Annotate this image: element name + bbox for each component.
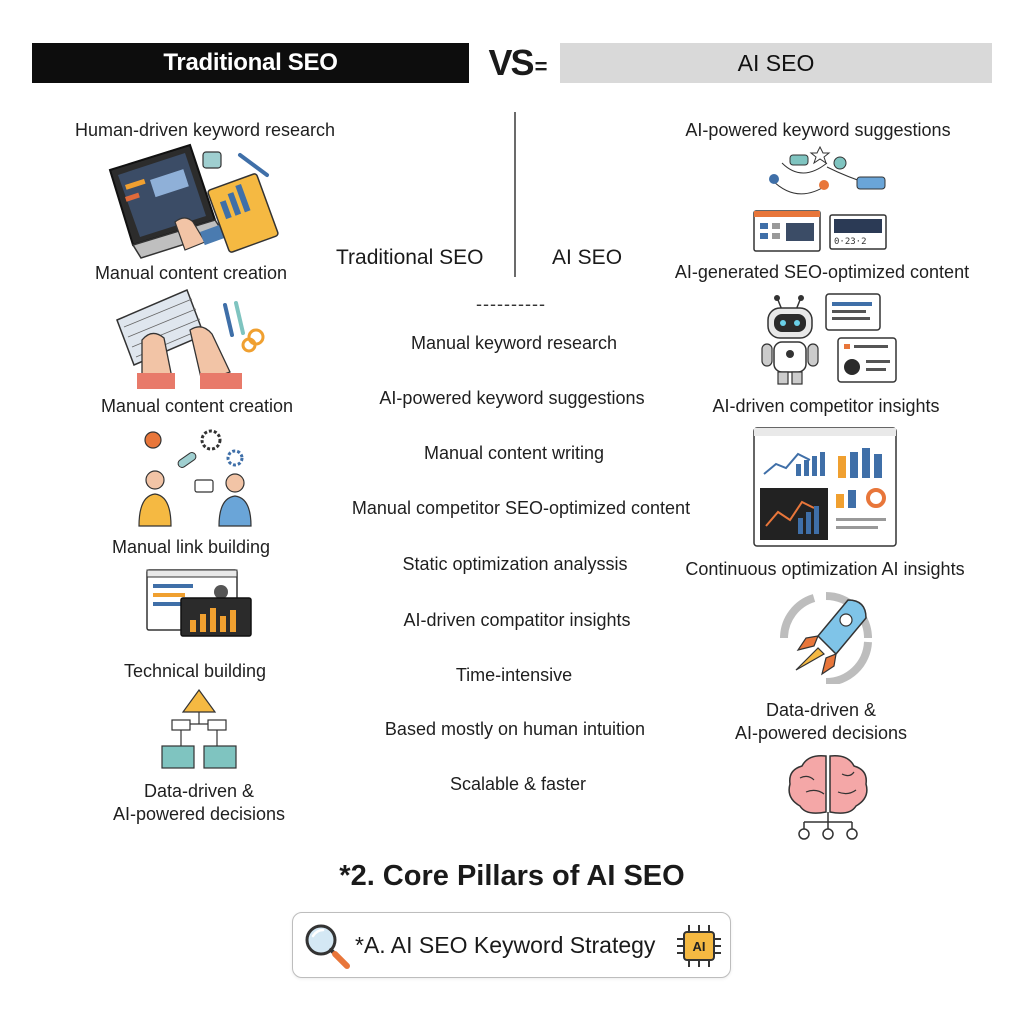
keyboard-typing-icon [116, 289, 265, 389]
vs-label: VS = [478, 40, 558, 86]
magnifier-icon [305, 924, 350, 969]
technical-dashboard-icon [146, 569, 252, 637]
left-label-content-creation-2: Manual content creation [100, 396, 294, 416]
left-label-data-driven-line1: Data-driven & [143, 781, 255, 801]
hierarchy-tree-icon [161, 688, 237, 769]
center-divider [514, 112, 516, 277]
right-label-data-driven: Data-driven & AI-powered decisions [735, 699, 907, 745]
ai-chip-label: AI [692, 938, 706, 954]
right-label-competitor-insights: AI-driven competitor insights [712, 396, 940, 416]
left-label-content-creation-1: Manual content creation [94, 263, 288, 283]
keyword-strategy-label: *A. AI SEO Keyword Strategy [355, 932, 656, 958]
middle-row-7: Time-intensive [455, 665, 573, 685]
ai-keyword-network-icon: 0·23·2 [753, 145, 887, 252]
left-label-data-driven-line2: AI-powered decisions [112, 804, 286, 824]
middle-row-4: Manual competitor SEO-optimized content [351, 498, 691, 518]
ai-chip-pins-icon [677, 925, 721, 967]
middle-row-5: Static optimization analyssis [402, 554, 628, 574]
middle-row-1: Manual keyword research [410, 333, 618, 353]
vs-text: VS [488, 42, 535, 83]
middle-row-9: Scalable & faster [449, 774, 587, 794]
middle-heading-ai: AI SEO [552, 246, 623, 269]
left-label-data-driven: Data-driven & AI-powered decisions [113, 780, 285, 826]
middle-row-2: AI-powered keyword suggestions [379, 388, 645, 408]
right-label-keyword-suggestions: AI-powered keyword suggestions [685, 120, 951, 140]
ai-chip-icon: AI [675, 923, 723, 969]
middle-separator: ---------- [476, 294, 546, 314]
keyword-strategy-card: *A. AI SEO Keyword Strategy AI [292, 912, 731, 978]
right-label-continuous-optimization: Continuous optimization AI insights [685, 559, 965, 579]
middle-row-3: Manual content writing [423, 443, 605, 463]
core-pillars-title: *2. Core Pillars of AI SEO [339, 860, 685, 892]
left-label-link-building: Manual link building [111, 537, 271, 557]
middle-heading-traditional: Traditional SEO [336, 246, 484, 269]
ai-seo-header: AI SEO [560, 43, 992, 83]
competitor-analytics-dashboard-icon [753, 427, 897, 547]
link-building-people-icon [138, 429, 252, 527]
right-label-data-driven-line1: Data-driven & [765, 700, 877, 720]
left-label-keyword-research: Human-driven keyword research [74, 120, 336, 140]
right-label-generated-content: AI-generated SEO-optimized content [674, 262, 970, 282]
left-label-technical-building: Technical building [123, 661, 267, 681]
traditional-seo-header: Traditional SEO [32, 43, 469, 83]
ai-robot-icon [761, 293, 897, 385]
svg-text:0·23·2: 0·23·2 [834, 237, 867, 247]
right-label-data-driven-line2: AI-powered decisions [734, 723, 908, 743]
middle-row-8: Based mostly on human intuition [384, 719, 646, 739]
laptop-keyword-research-icon [108, 143, 279, 259]
middle-row-6: AI-driven compatitor insights [403, 610, 631, 630]
rocket-optimization-icon [780, 592, 872, 684]
vs-equals: = [534, 54, 548, 79]
ai-brain-icon [788, 754, 868, 840]
